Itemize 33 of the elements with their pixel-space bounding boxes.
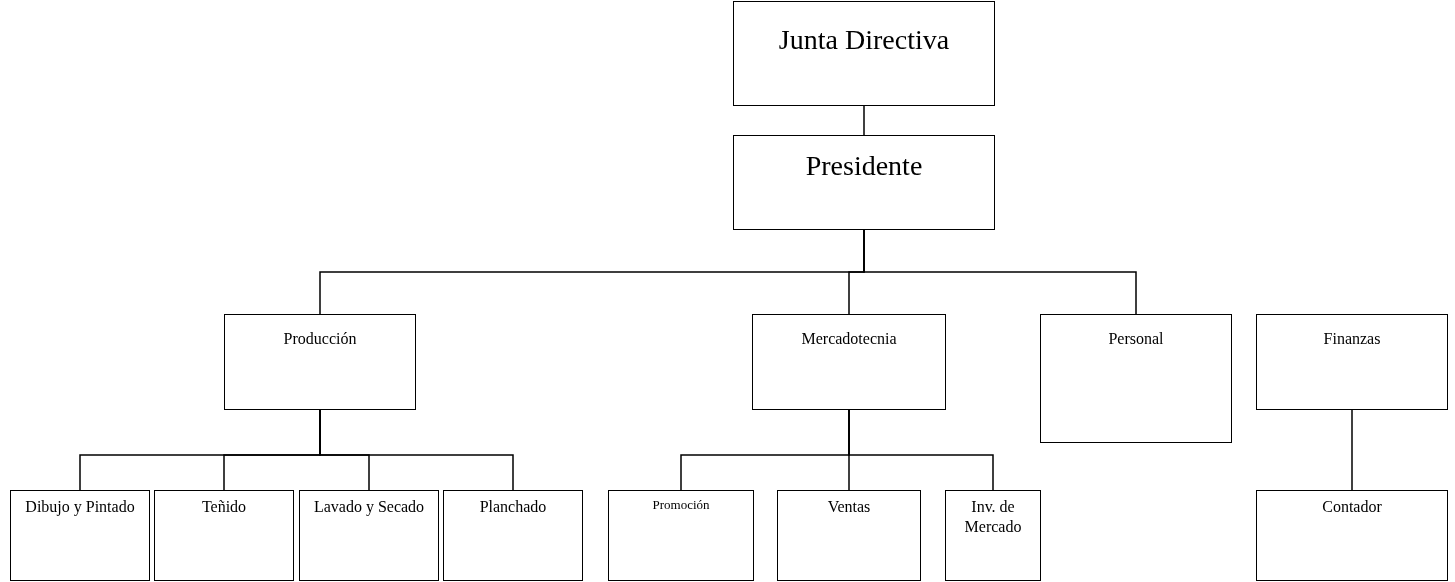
org-box — [945, 490, 1041, 581]
org-box — [733, 135, 995, 230]
org-box — [1040, 314, 1232, 443]
box-label: Junta Directiva — [778, 23, 950, 57]
connector-line — [863, 229, 1137, 315]
org-box — [443, 490, 583, 581]
box-label: Inv. de Mercado — [963, 497, 1023, 537]
org-box — [1256, 314, 1448, 410]
org-box — [299, 490, 439, 581]
box-label: Finanzas — [1323, 329, 1381, 349]
org-box — [154, 490, 294, 581]
connector-line — [863, 105, 865, 136]
org-box — [777, 490, 921, 581]
org-box — [733, 1, 995, 106]
box-label: Dibujo y Pintado — [25, 497, 135, 517]
box-label: Mercadotecnia — [801, 329, 897, 349]
box-label: Teñido — [201, 497, 247, 517]
box-label: Contador — [1322, 497, 1382, 517]
box-label: Personal — [1108, 329, 1164, 349]
org-box — [224, 314, 416, 410]
org-box — [1256, 490, 1448, 581]
box-label: Planchado — [479, 497, 547, 517]
box-label: Promoción — [652, 497, 710, 514]
connector-line — [848, 409, 994, 491]
box-label: Producción — [283, 329, 357, 349]
box-label: Lavado y Secado — [313, 497, 425, 517]
org-box — [10, 490, 150, 581]
connector-line — [1351, 409, 1353, 491]
box-label: Ventas — [827, 497, 871, 517]
org-box — [752, 314, 946, 410]
connector-line — [319, 409, 514, 491]
org-box — [608, 490, 754, 581]
box-label: Presidente — [805, 149, 923, 183]
